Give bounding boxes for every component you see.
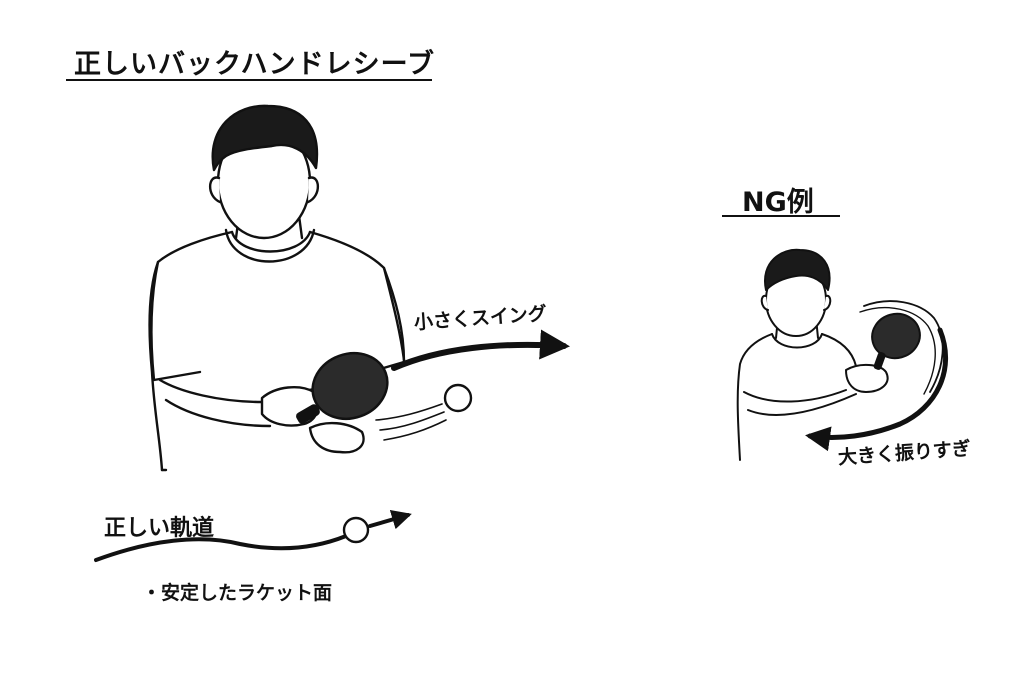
- correct-trajectory-label: 正しい軌道: [104, 516, 215, 541]
- trajectory-line: [94, 534, 348, 562]
- correct-paddle: [296, 351, 389, 424]
- trajectory-ball: [342, 516, 370, 544]
- swing-motion-lines: [375, 403, 447, 441]
- trajectory-arrow: [368, 510, 412, 530]
- ng-player-figure: [736, 248, 889, 461]
- ng-example-title: NG例: [742, 187, 814, 218]
- small-swing-arrow: [391, 329, 570, 371]
- ng-paddle: [871, 312, 921, 370]
- big-swing-arrow: [805, 327, 949, 452]
- ball: [443, 383, 473, 413]
- ng-motion-lines: [859, 300, 944, 395]
- correct-player-figure: [148, 104, 406, 472]
- stable-racket-note: ・安定したラケット面: [142, 582, 333, 604]
- correct-backhand-title: 正しいバックハンドレシーブ: [74, 49, 436, 80]
